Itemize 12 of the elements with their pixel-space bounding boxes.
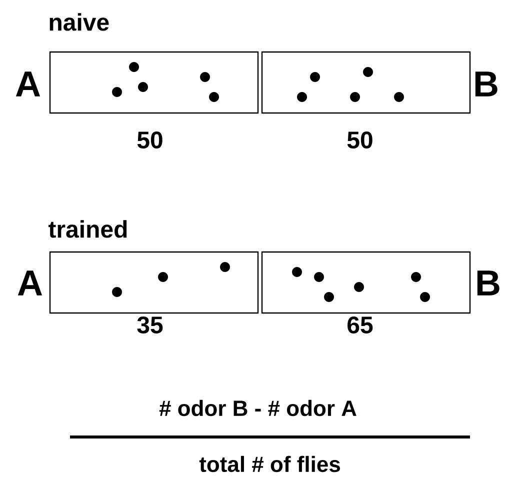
side-letter: B xyxy=(477,270,500,296)
side-letter: A xyxy=(18,270,42,296)
row-heading: trained xyxy=(48,220,127,238)
count-number: 65 xyxy=(348,316,373,334)
count-number: 50 xyxy=(347,132,372,148)
count-number: 50 xyxy=(137,132,162,148)
formula-numerator: # odor B - # odor A xyxy=(159,400,356,416)
count-number: 35 xyxy=(137,316,163,334)
side-letter: B xyxy=(475,72,498,96)
formula-denominator: total # of flies xyxy=(199,456,340,472)
row-heading: naive xyxy=(50,13,109,31)
side-letter: A xyxy=(16,72,40,96)
